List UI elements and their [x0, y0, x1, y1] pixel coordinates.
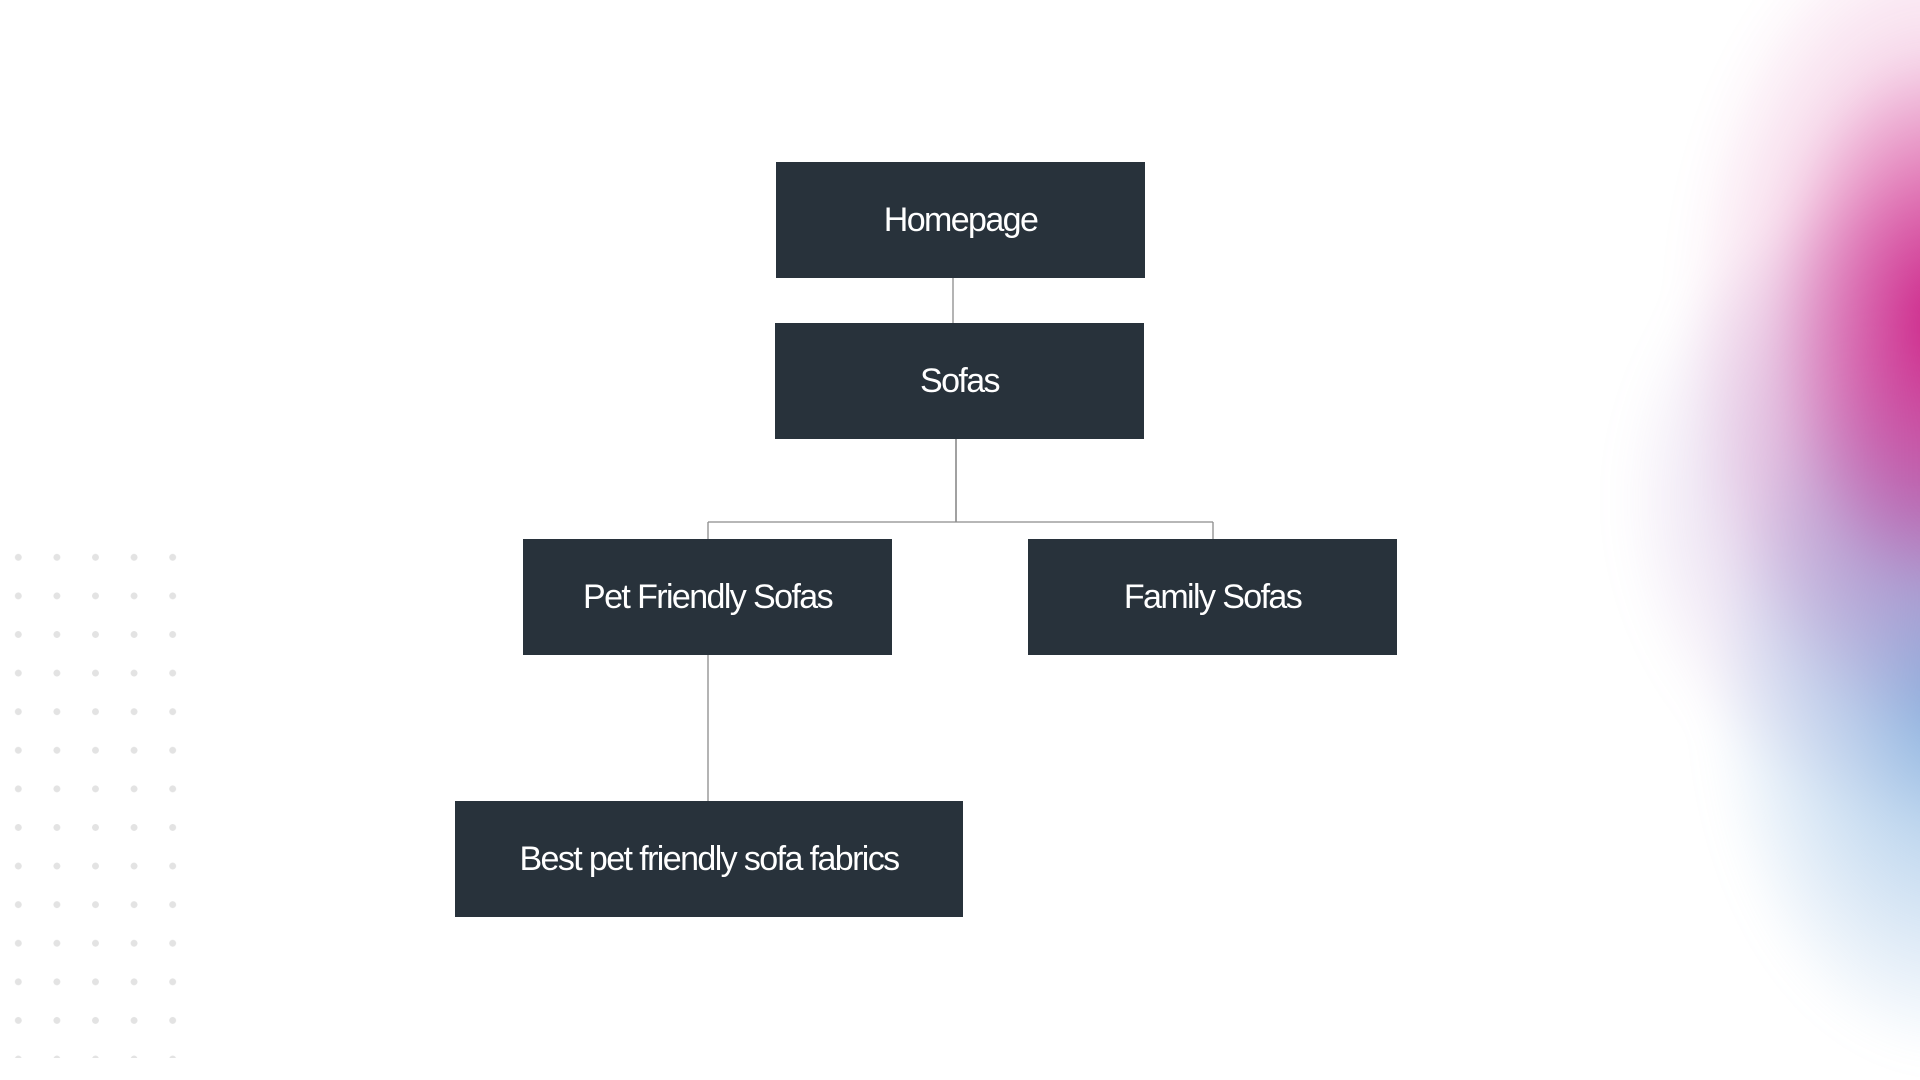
node-best-pet-friendly-sofa-fabrics: Best pet friendly sofa fabrics — [455, 801, 963, 917]
gradient-glow-decoration — [1520, 0, 1920, 1080]
node-label: Best pet friendly sofa fabrics — [519, 839, 900, 878]
node-sofas: Sofas — [775, 323, 1144, 439]
node-family-sofas: Family Sofas — [1028, 539, 1397, 655]
node-label: Homepage — [883, 200, 1039, 239]
node-homepage: Homepage — [776, 162, 1145, 278]
dot-grid-decoration — [0, 538, 205, 1058]
node-label: Family Sofas — [1123, 577, 1303, 616]
node-label: Sofas — [920, 361, 1001, 400]
node-label: Pet Friendly Sofas — [583, 577, 834, 616]
node-pet-friendly-sofas: Pet Friendly Sofas — [523, 539, 892, 655]
